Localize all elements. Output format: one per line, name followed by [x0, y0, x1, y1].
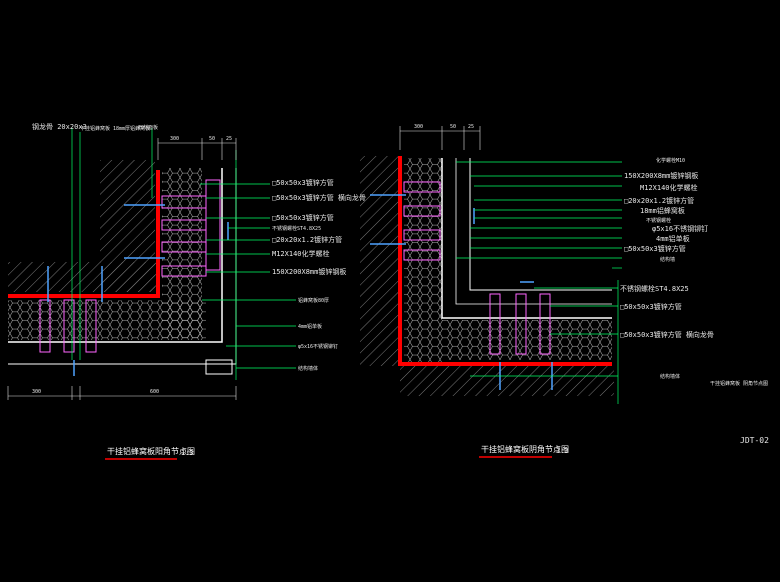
right-scale: 1:3	[556, 447, 569, 455]
right-label-11: 不锈钢螺栓ST4.8X25	[620, 284, 689, 293]
left-wall-hatch-lower	[8, 262, 158, 292]
right-wall-hatch-lower	[400, 366, 614, 396]
left-title: 干挂铝蜂窝板阳角节点图	[107, 446, 195, 456]
right-label-3: M12X140化学螺栓	[640, 183, 698, 192]
left-label-10: φ5x16不锈钢铆钉	[298, 343, 338, 350]
right-wall-hatch-upper	[360, 156, 400, 366]
right-side-note: 干挂铝蜂窝板 阴角节点图	[710, 380, 768, 387]
right-label-7: φ5x16不锈钢铆钉	[652, 224, 708, 233]
left-dim-top-3: 25	[226, 136, 232, 142]
right-title: 干挂铝蜂窝板阴角节点图	[481, 444, 569, 454]
right-label-5: 18mm铝蜂窝板	[640, 206, 685, 215]
right-structural-wall	[398, 156, 612, 366]
left-label-1: □50x50x3镀锌方管	[272, 178, 334, 187]
left-label-2: □50x50x3镀锌方管 横向龙骨	[272, 193, 366, 202]
left-structural-wall	[8, 170, 160, 298]
left-label-4: 不锈钢螺栓ST4.8X25	[272, 225, 321, 232]
right-label-9: □50x50x3镀锌方管	[624, 244, 686, 253]
right-dim-top-1: 300	[414, 124, 423, 130]
right-leaders	[456, 161, 622, 404]
left-dim-bottom	[7, 386, 237, 400]
left-honeycomb-horizontal	[8, 300, 206, 340]
right-dim-top	[399, 126, 481, 150]
right-mid-panel	[455, 158, 612, 305]
right-dim-top-2: 50	[450, 124, 456, 130]
right-label-6: 不锈钢螺栓	[646, 217, 671, 224]
right-label-13: □50x50x3镀锌方管 横向龙骨	[620, 330, 714, 339]
left-top-label-3: 石材面板	[138, 124, 158, 131]
left-label-3: □50x50x3镀锌方管	[272, 213, 334, 222]
left-brackets	[39, 179, 221, 353]
right-detail: 300 50 25 化学螺栓M10 150X200X8mm镀锌钢板 M12X14…	[360, 124, 768, 458]
left-label-7: 150X200X8mm镀锌钢板	[272, 267, 346, 276]
drawing-code: JDT-02	[740, 436, 769, 445]
left-scale: 1:3	[181, 449, 194, 457]
right-label-4: □20x20x1.2镀锌方管	[624, 196, 694, 205]
left-dim-bottom-1: 300	[32, 389, 41, 395]
right-dim-top-3: 25	[468, 124, 474, 130]
right-label-12: □50x50x3镀锌方管	[620, 302, 682, 311]
left-top-label-1: 钢龙骨 20x20x3	[32, 122, 87, 131]
left-top-label-2: 干挂铝蜂窝板 18mm厚铝蜂窝板	[80, 125, 150, 132]
left-label-8: 铝蜂窝板80厚	[298, 297, 329, 304]
right-outer-panel	[469, 158, 612, 291]
left-dim-top-1: 300	[170, 136, 179, 142]
left-label-11: 结构墙体	[298, 365, 318, 372]
right-label-1: 化学螺栓M10	[656, 157, 685, 164]
right-label-8: 4mm铝单板	[656, 234, 690, 243]
right-label-10: 结构墙	[660, 256, 675, 263]
left-leaders	[71, 128, 296, 380]
right-brackets	[403, 181, 551, 355]
left-dim-bottom-2: 600	[150, 389, 159, 395]
right-honeycomb-horizontal	[442, 320, 612, 360]
left-corner-cap	[205, 359, 233, 375]
right-label-2: 150X200X8mm镀锌钢板	[624, 171, 698, 180]
left-label-5: □20x20x1.2镀锌方管	[272, 235, 342, 244]
left-label-9: 4mm铝单板	[298, 323, 322, 330]
left-bolts	[47, 204, 229, 376]
left-dim-top	[157, 138, 237, 160]
left-detail: 300 50 25 300 600 钢龙骨 20x20x3 干挂铝蜂窝板 18m…	[7, 122, 366, 460]
right-label-14: 结构墙体	[660, 373, 680, 380]
left-dim-top-2: 50	[209, 136, 215, 142]
left-label-6: M12X140化学螺栓	[272, 249, 330, 258]
right-face-panel	[441, 158, 612, 319]
left-face-panel	[8, 168, 223, 343]
